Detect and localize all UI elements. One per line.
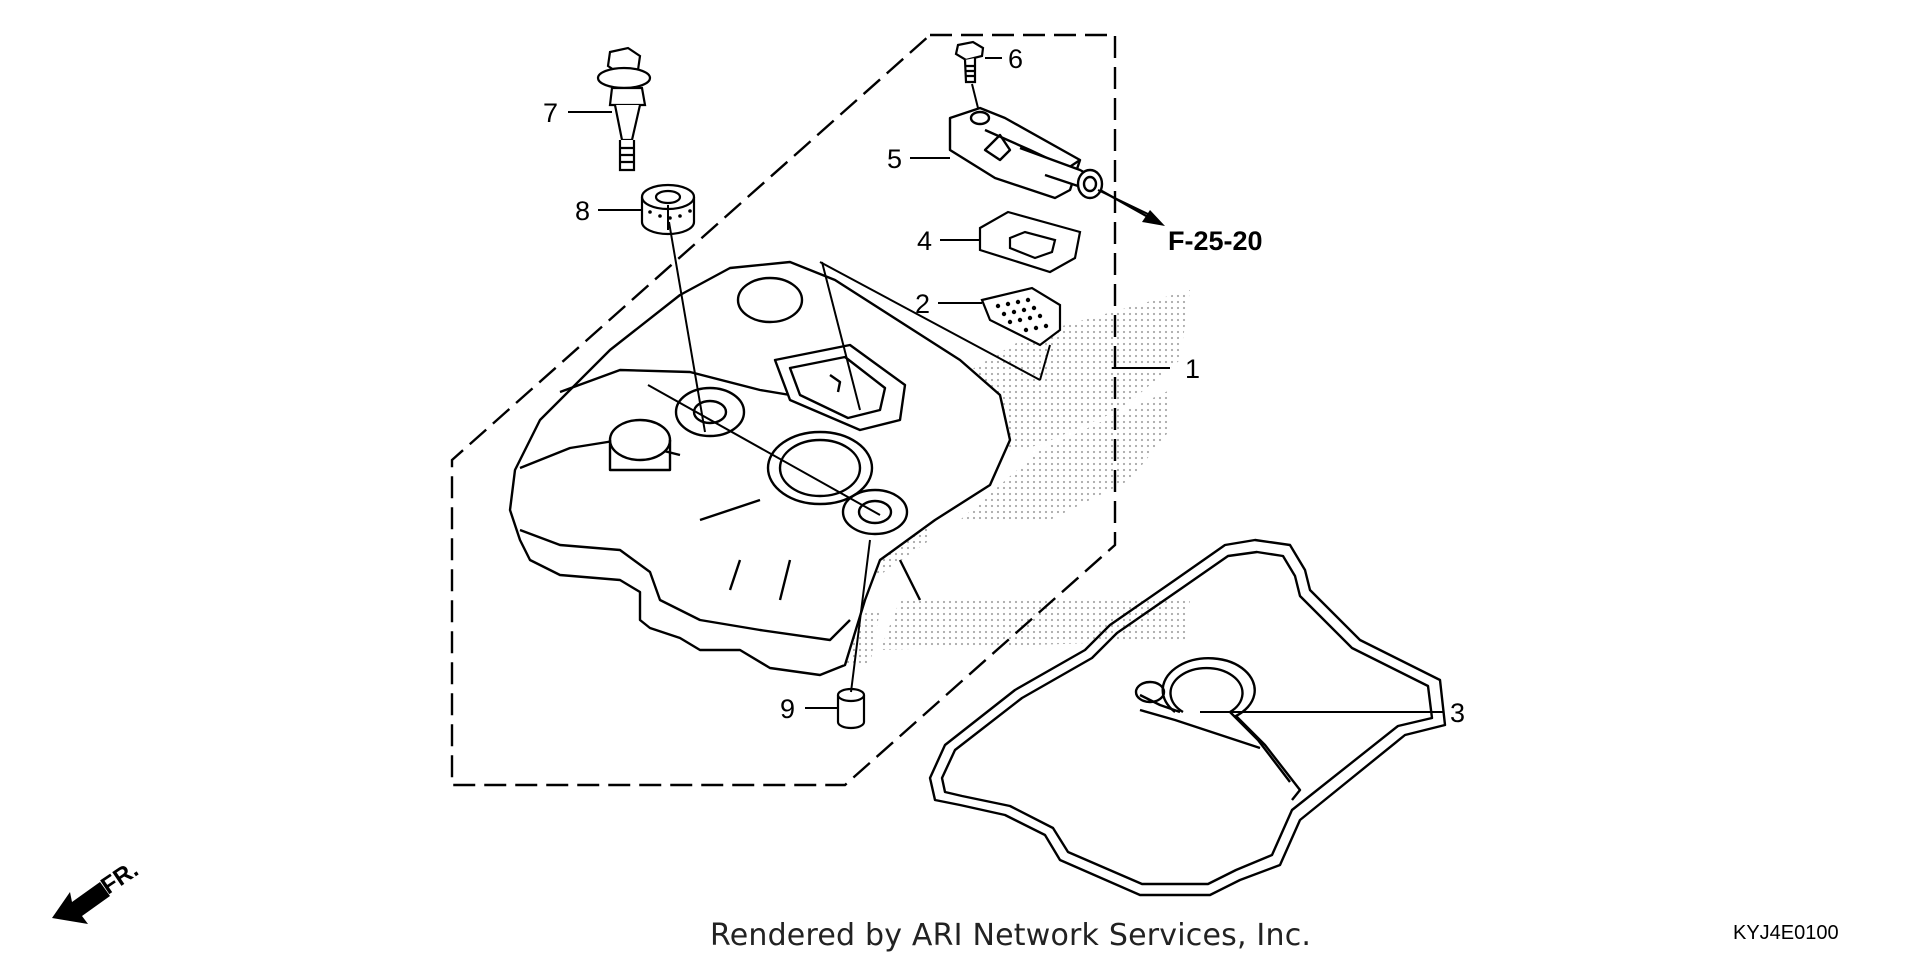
callout-9: 9: [780, 694, 795, 724]
breather-cover-part: [948, 106, 1104, 200]
assembly-boundary: [450, 33, 1117, 787]
callout-3: 3: [1450, 698, 1465, 728]
callout-5: 5: [887, 144, 902, 174]
callout-2: 2: [915, 289, 930, 319]
callout-8: 8: [575, 196, 590, 226]
cross-reference-code: F-25-20: [1168, 226, 1263, 256]
callout-1: 1: [1185, 354, 1200, 384]
callout-6: 6: [1008, 44, 1023, 74]
front-arrow-icon: [52, 882, 110, 924]
callout-7: 7: [543, 98, 558, 128]
diagram-id: KYJ4E0100: [1733, 922, 1839, 944]
reference-arrow: [1099, 188, 1165, 226]
bolt-part-6: [954, 40, 985, 84]
breather-separator-part: [980, 286, 1062, 347]
render-credit: Rendered by ARI Network Services, Inc.: [710, 918, 1312, 953]
bolt-part-7: [596, 46, 652, 172]
callout-4: 4: [917, 226, 932, 256]
leader-lines: [568, 57, 1444, 713]
head-cover-gasket: [928, 538, 1447, 897]
cylinder-head-cover: [508, 260, 1012, 677]
breather-gasket-part: [978, 210, 1082, 274]
front-direction-indicator: FR.: [52, 856, 143, 924]
dowel-pin-part-9: [836, 687, 866, 730]
